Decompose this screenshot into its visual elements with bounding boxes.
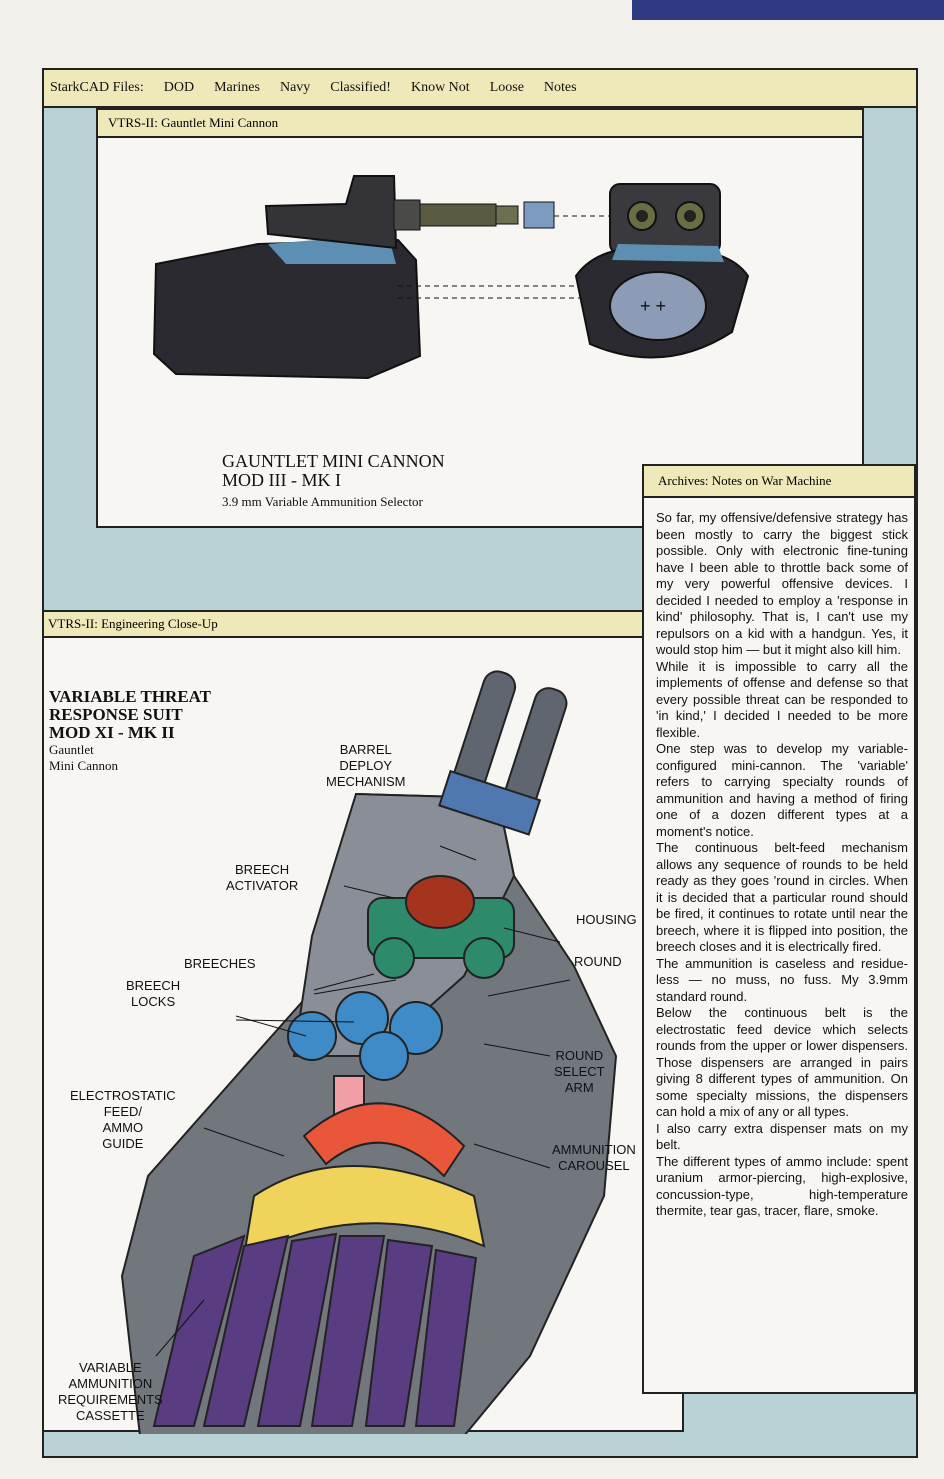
notes-paragraph: I also carry extra dispenser mats on my … [656,1120,908,1153]
menu-item-classified[interactable]: Classified! [330,80,391,95]
lower-panel [684,1394,916,1456]
engineering-window-title[interactable]: VTRS-II: Engineering Close-Up [44,612,682,638]
menu-item-marines[interactable]: Marines [214,80,260,95]
notes-paragraph: So far, my offensive/defensive strategy … [656,510,908,657]
subheading-line-1: Gauntlet [49,742,94,757]
menu-item-loose[interactable]: Loose [489,80,524,95]
engineering-window[interactable]: VTRS-II: Engineering Close-Up VARIABLE T… [44,610,684,1434]
engineering-heading: VARIABLE THREAT RESPONSE SUIT MOD XI - M… [49,688,211,774]
gauntlet-window[interactable]: VTRS-II: Gauntlet Mini Cannon [96,108,864,528]
heading-line-2: RESPONSE SUIT [49,705,183,724]
subheading-line-2: Mini Cannon [49,758,118,773]
label-breech-locks: BREECH LOCKS [126,978,181,1009]
label-breech-activator: BREECH ACTIVATOR [226,862,299,893]
svg-text:+ +: + + [640,296,666,316]
notes-paragraph: While it is impossible to carry all the … [656,658,908,740]
gauntlet-caption: GAUNTLET MINI CANNON MOD III - MK I 3.9 … [222,452,445,510]
notes-paragraph: The different types of ammo include: spe… [656,1153,908,1219]
notes-paragraph: One step was to develop my variable-conf… [656,741,908,839]
label-electrostatic-feed: ELECTROSTATIC FEED/ AMMO GUIDE [70,1088,176,1151]
gauntlet-caption-title: GAUNTLET MINI CANNON [222,451,445,471]
label-barrel-deploy: BARREL DEPLOY MECHANISM [326,742,406,789]
label-round-select-arm: ROUND SELECT ARM [554,1048,605,1095]
menu-item-dod[interactable]: DOD [163,80,195,95]
engineering-illustration [120,670,618,1434]
gauntlet-caption-sub: 3.9 mm Variable Ammunition Selector [222,494,423,509]
menu-item-notes[interactable]: Notes [543,80,577,95]
corner-tab [632,0,944,20]
label-housing: HOUSING [576,912,637,927]
label-breeches: BREECHES [184,956,256,971]
label-cassette: VARIABLE AMMUNITION REQUIREMENTS CASSETT… [58,1360,163,1423]
gauntlet-window-title[interactable]: VTRS-II: Gauntlet Mini Cannon [98,110,862,138]
heading-line-3: MOD XI - MK II [49,723,175,742]
menu-item-know-not[interactable]: Know Not [410,80,470,95]
label-round: ROUND [574,954,622,969]
notes-paragraph: The continuous belt-feed mechanism allow… [656,840,908,954]
heading-line-1: VARIABLE THREAT [49,687,212,706]
starkcad-window: StarkCAD Files: DOD Marines Navy Classif… [42,68,918,1458]
notes-paragraph: Below the continuous belt is the electro… [656,1005,908,1119]
notes-paragraph: The ammunition is caseless and residue-l… [656,955,908,1004]
gauntlet-caption-model: MOD III - MK I [222,470,341,490]
menu-item-navy[interactable]: Navy [279,80,311,95]
notes-body: So far, my offensive/defensive strategy … [656,510,908,1220]
notes-window-title[interactable]: Archives: Notes on War Machine [644,466,914,498]
menu-bar: StarkCAD Files: DOD Marines Navy Classif… [44,70,916,108]
notes-window[interactable]: Archives: Notes on War Machine So far, m… [642,464,916,1394]
app-name-label: StarkCAD Files: [50,80,144,95]
gauntlet-cannon-illustration: + + [152,175,750,380]
label-ammunition-carousel: AMMUNITION CAROUSEL [552,1142,636,1173]
